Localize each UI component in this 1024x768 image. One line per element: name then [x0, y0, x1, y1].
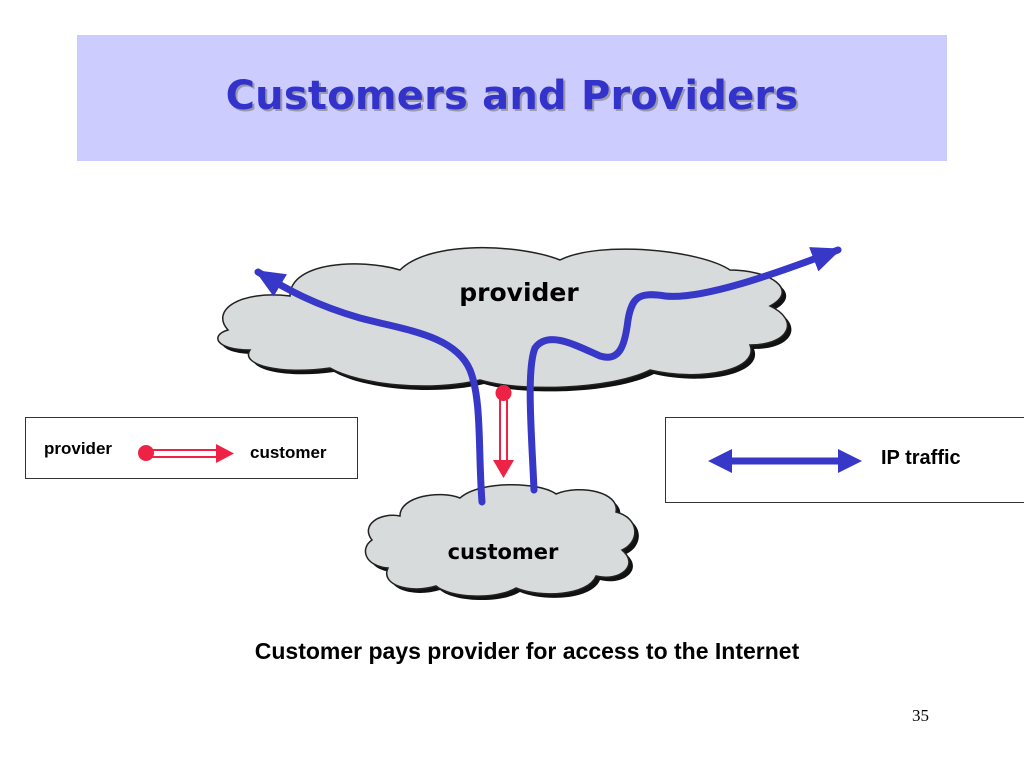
provider-to-customer-arrow	[493, 385, 514, 478]
relationship-legend: provider customer	[25, 417, 358, 479]
legend-customer-label: customer	[250, 443, 327, 462]
legend-provider-label: provider	[44, 439, 113, 458]
title-bar: Customers and Providers	[77, 35, 947, 161]
legend-relationship-arrow	[138, 444, 234, 463]
customer-cloud	[364, 484, 639, 601]
provider-cloud	[217, 247, 792, 392]
ip-traffic-flow-right	[526, 246, 842, 494]
slide-caption: Customer pays provider for access to the…	[254, 638, 800, 664]
legend-ip-traffic-label: IP traffic	[881, 447, 961, 469]
slide-title: Customers and Providers	[225, 73, 799, 119]
page-number: 35	[912, 706, 929, 725]
ip-traffic-flow-left	[254, 268, 486, 506]
customer-cloud-label: customer	[448, 540, 559, 564]
provider-cloud-label: provider	[459, 278, 579, 307]
legend-traffic-arrow	[708, 449, 862, 473]
traffic-legend: IP traffic	[665, 417, 1024, 503]
